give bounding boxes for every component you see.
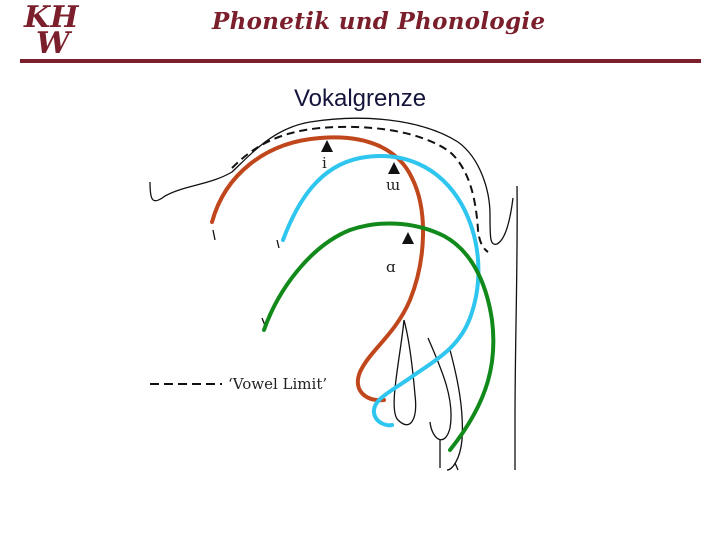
tongue-contour-i xyxy=(210,135,425,403)
vowel-label-a: ɑ xyxy=(386,258,396,276)
logo-w-text: W xyxy=(36,26,70,61)
lower-outline xyxy=(439,440,459,471)
vowel-label-i: i xyxy=(322,154,327,172)
vocal-tract-outline xyxy=(149,117,518,471)
lip-tick xyxy=(212,229,216,241)
tongue-contour-a xyxy=(262,221,496,452)
tongue-contour-u xyxy=(281,153,481,428)
header-title: Phonetik und Phonologie xyxy=(212,8,546,35)
marker-u xyxy=(388,162,400,174)
marker-a xyxy=(402,232,414,244)
vowel-label-u: ɯ xyxy=(386,176,400,194)
khw-logo: KH W xyxy=(22,0,94,61)
front-tick-u xyxy=(276,239,280,249)
larynx-outline xyxy=(446,349,464,471)
marker-i xyxy=(321,140,333,152)
pharynx-wall xyxy=(514,185,518,470)
header-divider xyxy=(20,59,701,63)
palate-outline xyxy=(149,117,514,245)
legend-label: ‘Vowel Limit’ xyxy=(228,375,327,393)
tongue-root-outline xyxy=(393,319,417,426)
epiglottis-outline xyxy=(427,337,452,441)
slide-title: Vokalgrenze xyxy=(293,85,427,112)
logo-kh-text: KH xyxy=(24,0,79,35)
